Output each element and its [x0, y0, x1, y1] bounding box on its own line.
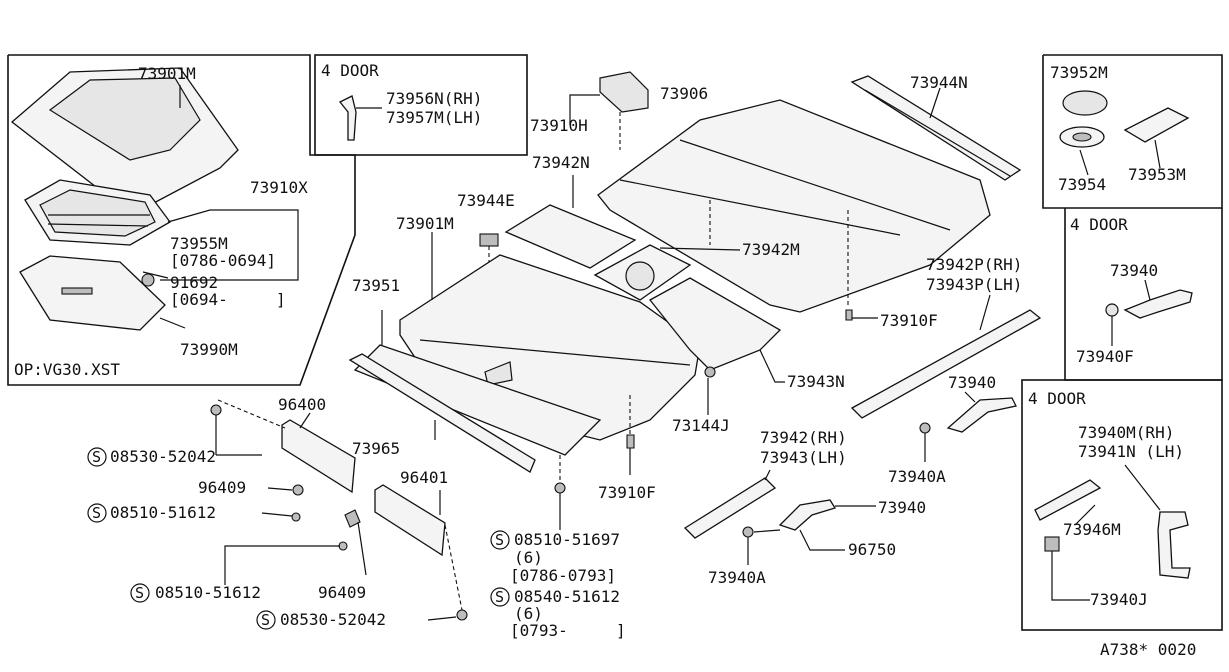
label-73910F-upper: 73910F — [880, 311, 938, 330]
label-73940-middle: 73940 — [948, 373, 996, 392]
label-73955M: 73955M — [170, 234, 228, 253]
label-range-0793: [0793- ] — [510, 621, 626, 640]
label-73906: 73906 — [660, 84, 708, 103]
diagram-code: A738* 0020 — [1100, 640, 1196, 659]
label-73953M: 73953M — [1128, 165, 1186, 184]
label-08540-51612: 08540-51612 — [514, 587, 620, 606]
label-73956N: 73956N(RH) — [386, 89, 482, 108]
rail-73942 — [683, 477, 777, 539]
screw-symbol-a: S — [87, 447, 107, 467]
panel-73942N — [504, 204, 637, 269]
rail-73942P — [850, 309, 1042, 419]
screw-symbol-e: S — [490, 530, 510, 550]
sunvisor-96400 — [281, 419, 356, 494]
svg-text:S: S — [135, 584, 144, 602]
svg-text:S: S — [495, 588, 504, 606]
label-73946M: 73946M — [1063, 520, 1121, 539]
handle-73940-box — [1123, 289, 1193, 319]
svg-text:S: S — [92, 504, 101, 522]
strip-73944N — [850, 75, 1022, 181]
svg-text:S: S — [261, 611, 270, 629]
label-91692-range: [0694- ] — [170, 290, 286, 309]
option-note: OP:VG30.XST — [14, 360, 120, 379]
label-73943P: 73943P(LH) — [926, 275, 1022, 294]
headlining-73906 — [597, 99, 991, 313]
label-73944N: 73944N — [910, 73, 968, 92]
label-qty-6-b: (6) — [514, 604, 543, 623]
label-73955M-range: [0786-0694] — [170, 251, 276, 270]
screw-symbol-f: S — [490, 587, 510, 607]
screw-symbol-b: S — [87, 503, 107, 523]
handle-73940-lower — [778, 499, 837, 531]
label-73957M: 73957M(LH) — [386, 108, 482, 127]
label-08510-51612-lower: 08510-51612 — [155, 583, 261, 602]
four-door-top-box — [314, 54, 528, 156]
label-73990M: 73990M — [180, 340, 238, 359]
svg-text:S: S — [495, 531, 504, 549]
label-73144J: 73144J — [672, 416, 730, 435]
handle-73940-middle — [946, 397, 1017, 433]
label-73940A-upper: 73940A — [888, 467, 946, 486]
label-96750: 96750 — [848, 540, 896, 559]
label-73965: 73965 — [352, 439, 400, 458]
label-73952M: 73952M — [1050, 63, 1108, 82]
label-73943N: 73943N — [787, 372, 845, 391]
label-96400: 96400 — [278, 395, 326, 414]
label-73942N: 73942N — [532, 153, 590, 172]
four-door-heading-right-a: 4 DOOR — [1070, 215, 1128, 234]
label-08530-52042-upper: 08530-52042 — [110, 447, 216, 466]
label-08530-52042-lower: 08530-52042 — [280, 610, 386, 629]
four-door-heading-top: 4 DOOR — [321, 61, 379, 80]
label-73941N: 73941N (LH) — [1078, 442, 1184, 461]
rail-73946M — [1034, 479, 1102, 521]
label-73940F: 73940F — [1076, 347, 1134, 366]
block-73910H — [599, 71, 649, 113]
label-96409-lower: 96409 — [318, 583, 366, 602]
label-08510-51612-upper: 08510-51612 — [110, 503, 216, 522]
four-door-heading-right-b: 4 DOOR — [1028, 389, 1086, 408]
screw-symbol-d: S — [256, 610, 276, 630]
label-qty-6-a: (6) — [514, 548, 543, 567]
option-box — [7, 54, 356, 386]
svg-text:S: S — [92, 448, 101, 466]
label-73910F-lower: 73910F — [598, 483, 656, 502]
trim-73965 — [348, 353, 536, 473]
label-73940A-lower: 73940A — [708, 568, 766, 587]
label-73951: 73951 — [352, 276, 400, 295]
label-91692: 91692 — [170, 273, 218, 292]
bracket-73956N — [338, 95, 357, 141]
label-73942P: 73942P(RH) — [926, 255, 1022, 274]
label-96401: 96401 — [400, 468, 448, 487]
sunvisor-96401 — [374, 484, 446, 557]
label-73901M-sunroof: 73901M — [138, 64, 196, 83]
screw-symbol-c: S — [130, 583, 150, 603]
label-73954: 73954 — [1058, 175, 1106, 194]
label-73942-rh: 73942(RH) — [760, 428, 847, 447]
label-73940J: 73940J — [1090, 590, 1148, 609]
label-73940M: 73940M(RH) — [1078, 423, 1174, 442]
label-08510-51697: 08510-51697 — [514, 530, 620, 549]
grip-73940M — [1157, 511, 1191, 579]
cover-73953M — [1123, 107, 1190, 143]
label-96409-upper: 96409 — [198, 478, 246, 497]
label-73901M-main: 73901M — [396, 214, 454, 233]
label-73942M: 73942M — [742, 240, 800, 259]
label-73910X: 73910X — [250, 178, 308, 197]
label-73944E: 73944E — [457, 191, 515, 210]
four-door-right-box-b — [1021, 379, 1223, 631]
label-73910H: 73910H — [530, 116, 588, 135]
label-73940-lower: 73940 — [878, 498, 926, 517]
label-73943-lh: 73943(LH) — [760, 448, 847, 467]
vent-box — [1042, 54, 1223, 209]
label-range-0786-0793: [0786-0793] — [510, 566, 616, 585]
label-73940-box: 73940 — [1110, 261, 1158, 280]
